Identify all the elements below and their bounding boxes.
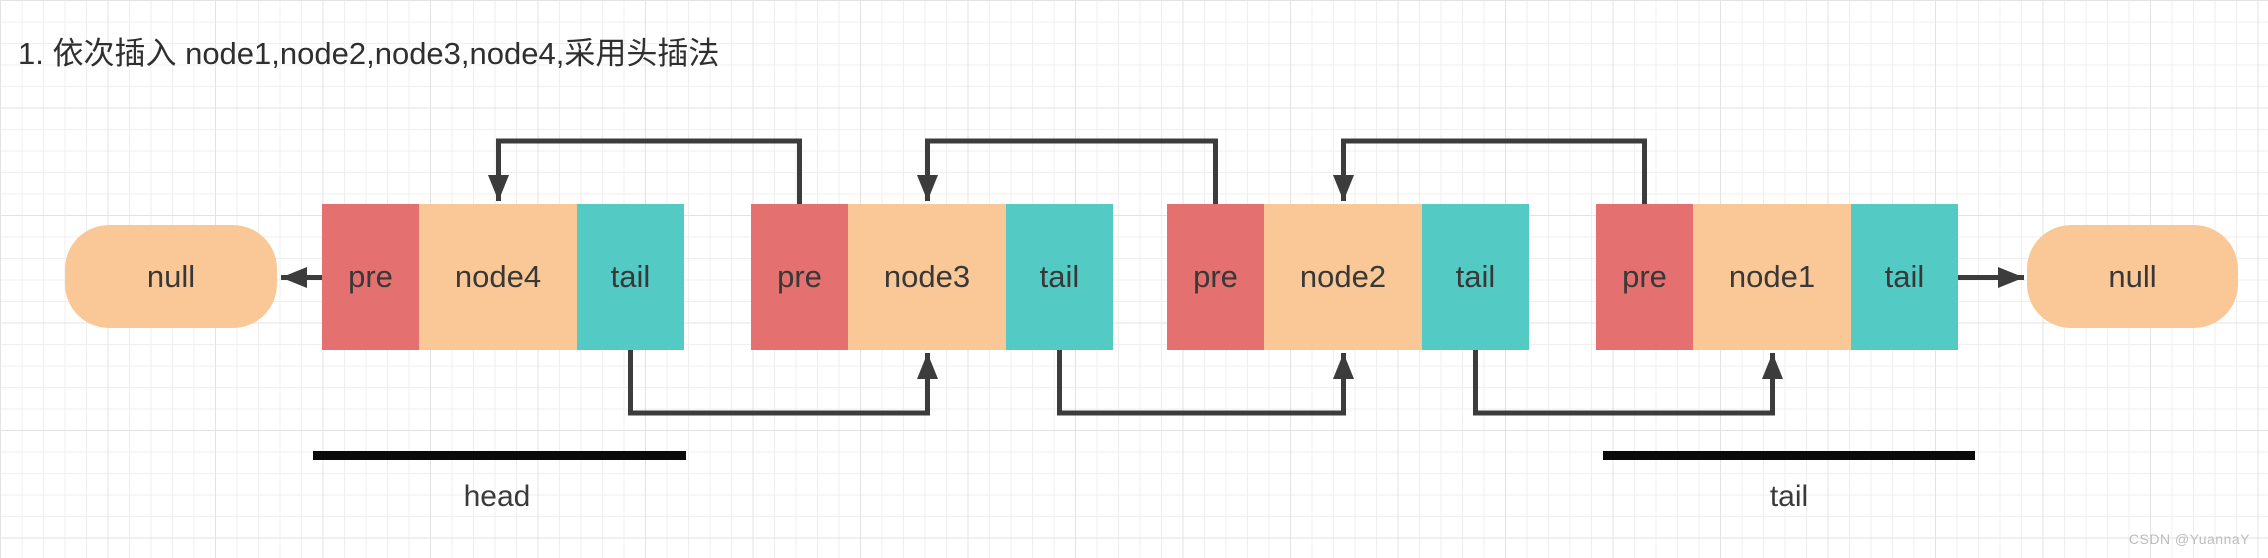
tail-cell: tail <box>577 204 684 350</box>
null-pill-left: null <box>65 225 277 328</box>
value-cell: node4 <box>419 204 577 350</box>
page-title: 1. 依次插入 node1,node2,node3,node4,采用头插法 <box>18 36 720 71</box>
value-cell: node1 <box>1693 204 1851 350</box>
head-underline-bar <box>313 451 686 460</box>
tail-pointer-arrow-node4-to-node3 <box>628 349 938 416</box>
tail-pointer-arrow-node3-to-node2 <box>1057 349 1354 416</box>
value-cell: node3 <box>848 204 1006 350</box>
tail-cell: tail <box>1851 204 1958 350</box>
tail-cell: tail <box>1422 204 1529 350</box>
tail-label: tail <box>1769 480 1809 513</box>
node-block-node3: pre node3 tail <box>751 204 1113 350</box>
node-block-node4: pre node4 tail <box>322 204 684 350</box>
value-cell: node2 <box>1264 204 1422 350</box>
pre-cell: pre <box>1596 204 1693 350</box>
tail-underline-bar <box>1603 451 1975 460</box>
head-label: head <box>463 480 531 513</box>
null-label: null <box>146 258 196 294</box>
node-block-node2: pre node2 tail <box>1167 204 1529 350</box>
null-label: null <box>2108 258 2157 294</box>
pre-pointer-arrow-node3-to-node4 <box>488 138 802 205</box>
tail-pointer-arrow-node2-to-node1 <box>1473 349 1783 416</box>
pre-cell: pre <box>751 204 848 350</box>
pre-pointer-arrow-node2-to-node3 <box>917 138 1218 205</box>
node-block-node1: pre node1 tail <box>1596 204 1958 350</box>
csdn-watermark: CSDN @YuannaY <box>2128 531 2250 547</box>
pre-cell: pre <box>1167 204 1264 350</box>
null-pill-right: null <box>2027 225 2238 328</box>
tail-cell: tail <box>1006 204 1113 350</box>
pre-cell: pre <box>322 204 419 350</box>
pre-pointer-arrow-node1-to-node2 <box>1333 138 1647 205</box>
